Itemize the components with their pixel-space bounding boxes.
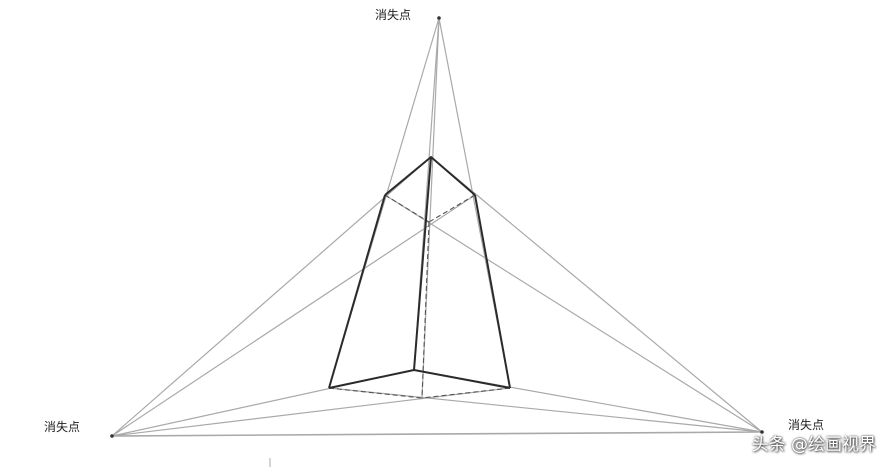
hidden-edges — [328, 194, 511, 399]
edge-bottom-right — [413, 369, 511, 389]
hidden-top-left — [384, 194, 430, 223]
guide-left-1 — [111, 156, 432, 437]
vp-left-dot — [110, 434, 114, 438]
watermark-text: 头条 @绘画视界 — [751, 435, 876, 455]
vp-right-dot — [760, 430, 764, 434]
hidden-vertical — [421, 221, 430, 399]
edge-front-vertical — [413, 156, 432, 371]
hidden-top-right — [428, 194, 476, 223]
guide-left-2 — [111, 194, 476, 437]
edge-left-vertical — [328, 194, 386, 389]
vp-left-label: 消失点 — [44, 420, 81, 434]
guide-right-1 — [430, 156, 763, 433]
vp-top-dot — [437, 16, 441, 20]
vp-top-label: 消失点 — [375, 8, 412, 22]
guide-top-back — [421, 17, 440, 399]
edge-bottom-left — [328, 369, 415, 389]
guide-right-2 — [384, 194, 763, 433]
box-edges — [328, 156, 511, 389]
vp-right-label: 消失点 — [788, 418, 825, 432]
hidden-bottom-right — [421, 387, 511, 399]
horizon-line — [111, 431, 763, 437]
vanishing-points — [110, 16, 764, 438]
edge-right-vertical — [474, 194, 511, 389]
guide-lines — [111, 17, 763, 467]
